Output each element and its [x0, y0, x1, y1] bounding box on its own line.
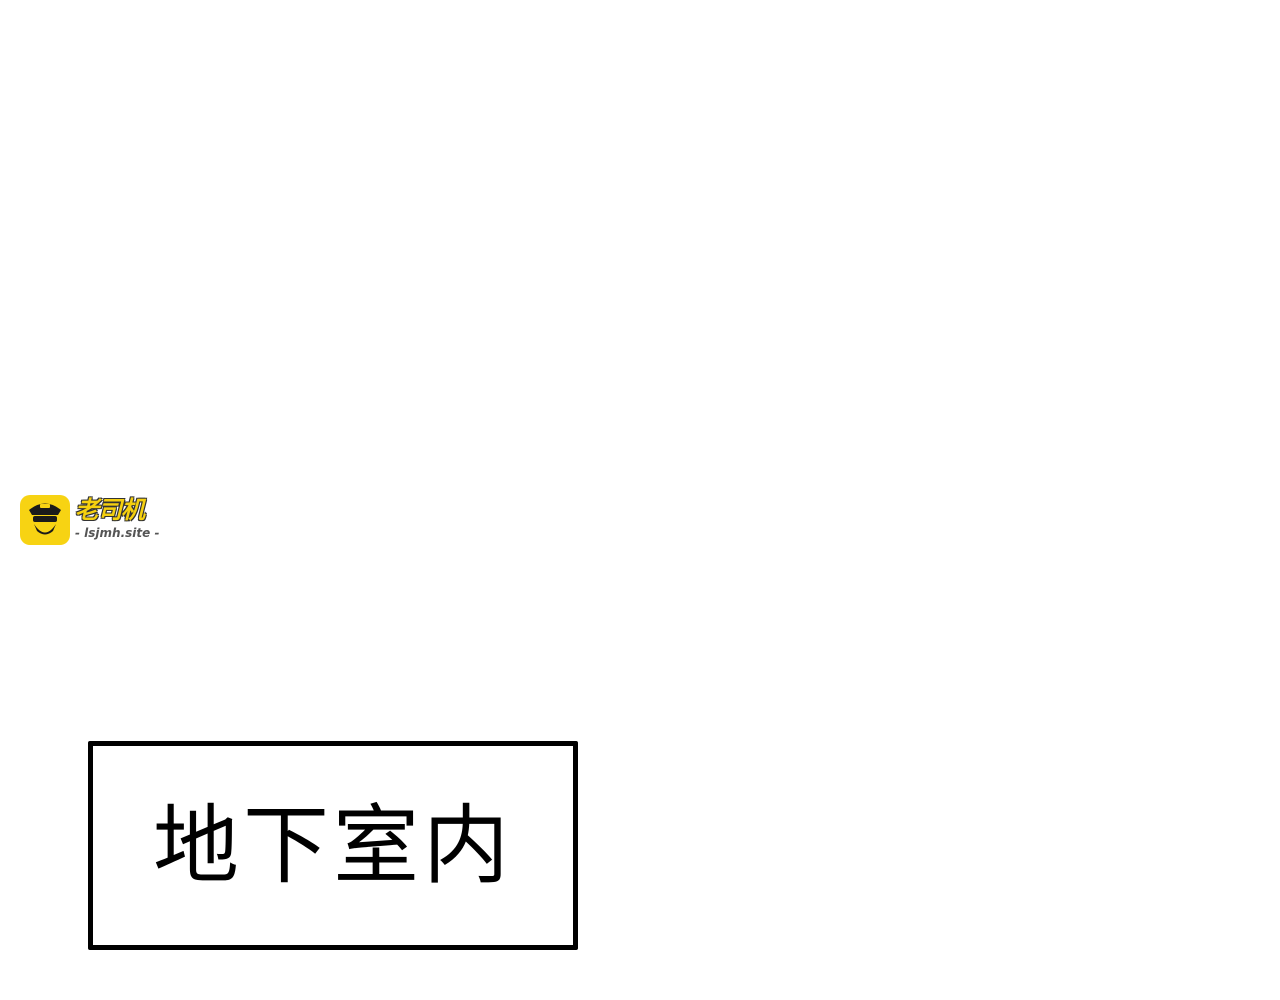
- caption-text: 地下室内: [153, 795, 513, 896]
- watermark-name: 老司机: [75, 496, 145, 524]
- watermark-url: - lsjmh.site -: [75, 526, 160, 540]
- watermark-logo: 老司机 - lsjmh.site -: [20, 495, 180, 547]
- caption-box: 地下室内: [88, 741, 578, 950]
- driver-face-icon: [20, 495, 70, 545]
